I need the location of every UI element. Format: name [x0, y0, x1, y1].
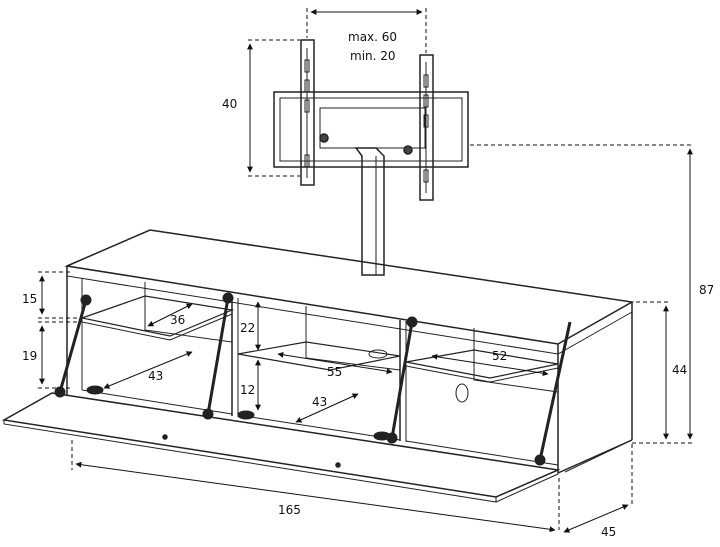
dimension-lines	[38, 8, 693, 533]
shelf-center	[237, 341, 401, 371]
mount-height-label: 40	[222, 97, 237, 111]
left-shelf-depth-label: 36	[170, 313, 185, 327]
width-label: 165	[278, 503, 301, 517]
mount-rail-left	[300, 39, 315, 186]
center-shelf-width-label: 55	[327, 365, 342, 379]
gas-struts	[54, 292, 572, 466]
cable-hole-back	[455, 383, 469, 403]
shelf-left	[79, 295, 235, 337]
upper-left-height-label: 15	[22, 292, 37, 306]
flap-door	[1, 392, 561, 503]
depth-label: 45	[601, 525, 616, 539]
center-floor-depth-label: 43	[312, 395, 327, 409]
left-floor-depth-label: 43	[148, 369, 163, 383]
mount-width-min-label: min. 20	[350, 49, 396, 63]
mount-frame	[273, 91, 469, 168]
cabinet-top	[64, 229, 635, 345]
center-upper-height-label: 22	[240, 321, 255, 335]
lower-left-height-label: 19	[22, 349, 37, 363]
mount-rail-right	[419, 54, 434, 201]
mount-width-max-label: max. 60	[348, 30, 397, 44]
cabinet-height-label: 44	[672, 363, 687, 377]
total-height-label: 87	[699, 283, 714, 297]
tv-mount	[273, 39, 469, 276]
right-shelf-width-label: 52	[492, 349, 507, 363]
center-lower-height-label: 12	[240, 383, 255, 397]
